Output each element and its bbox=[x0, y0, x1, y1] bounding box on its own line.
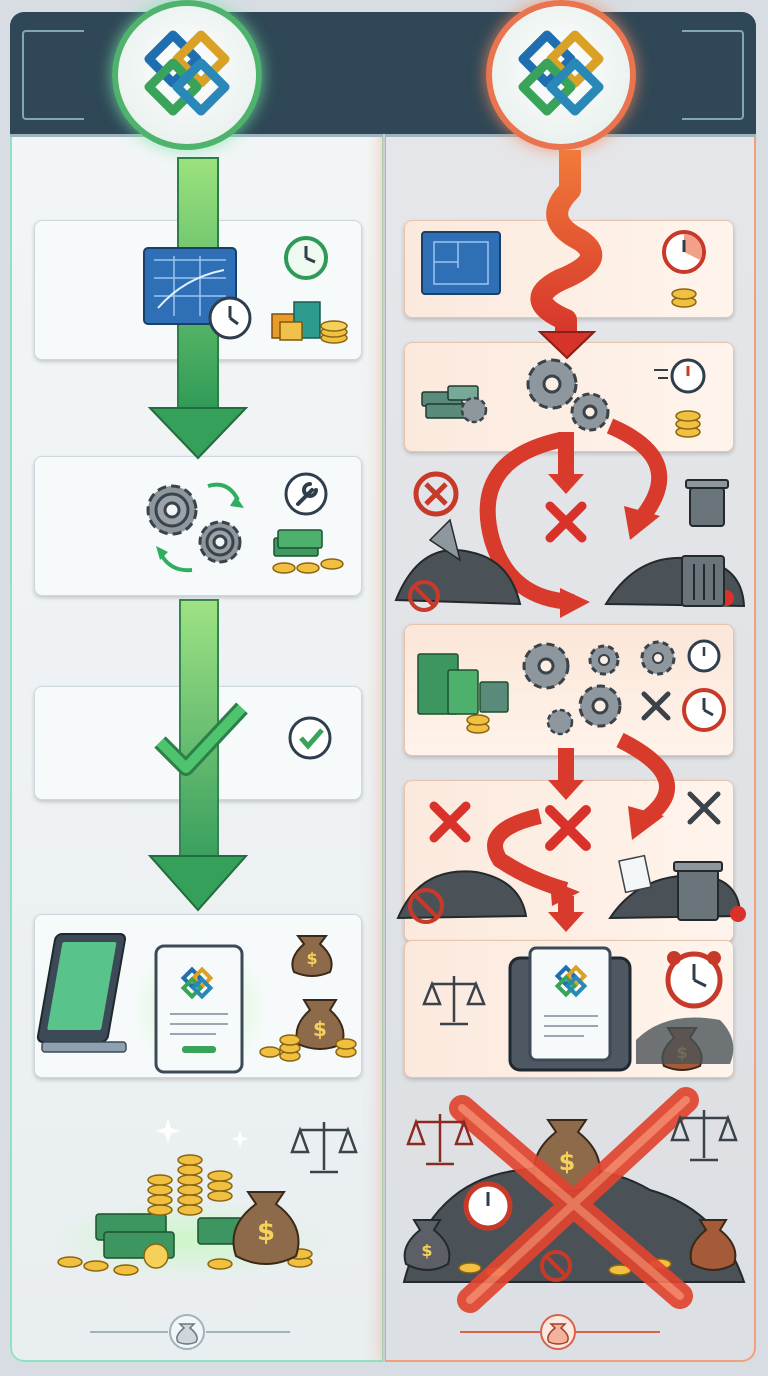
logo-badge-right bbox=[486, 0, 636, 150]
stage-card-delivery-bad bbox=[404, 940, 734, 1078]
interlocking-squares-logo-icon bbox=[518, 30, 604, 116]
stage-card-waste-2 bbox=[404, 780, 734, 942]
stage-card-planning bbox=[34, 220, 362, 360]
header-ornament-right bbox=[682, 30, 744, 120]
stage-card-delivery bbox=[34, 914, 362, 1078]
header-ornament-left bbox=[22, 30, 84, 120]
logo-badge-left bbox=[112, 0, 262, 150]
comparison-frame bbox=[10, 12, 756, 1362]
interlocking-squares-logo-icon bbox=[144, 30, 230, 116]
stage-card-processing bbox=[34, 456, 362, 596]
stage-card-planning-bad bbox=[404, 220, 734, 318]
stage-card-processing-bad bbox=[404, 342, 734, 452]
column-divider bbox=[383, 134, 385, 1362]
stage-card-rework bbox=[404, 624, 734, 756]
stage-card-validation bbox=[34, 686, 362, 800]
